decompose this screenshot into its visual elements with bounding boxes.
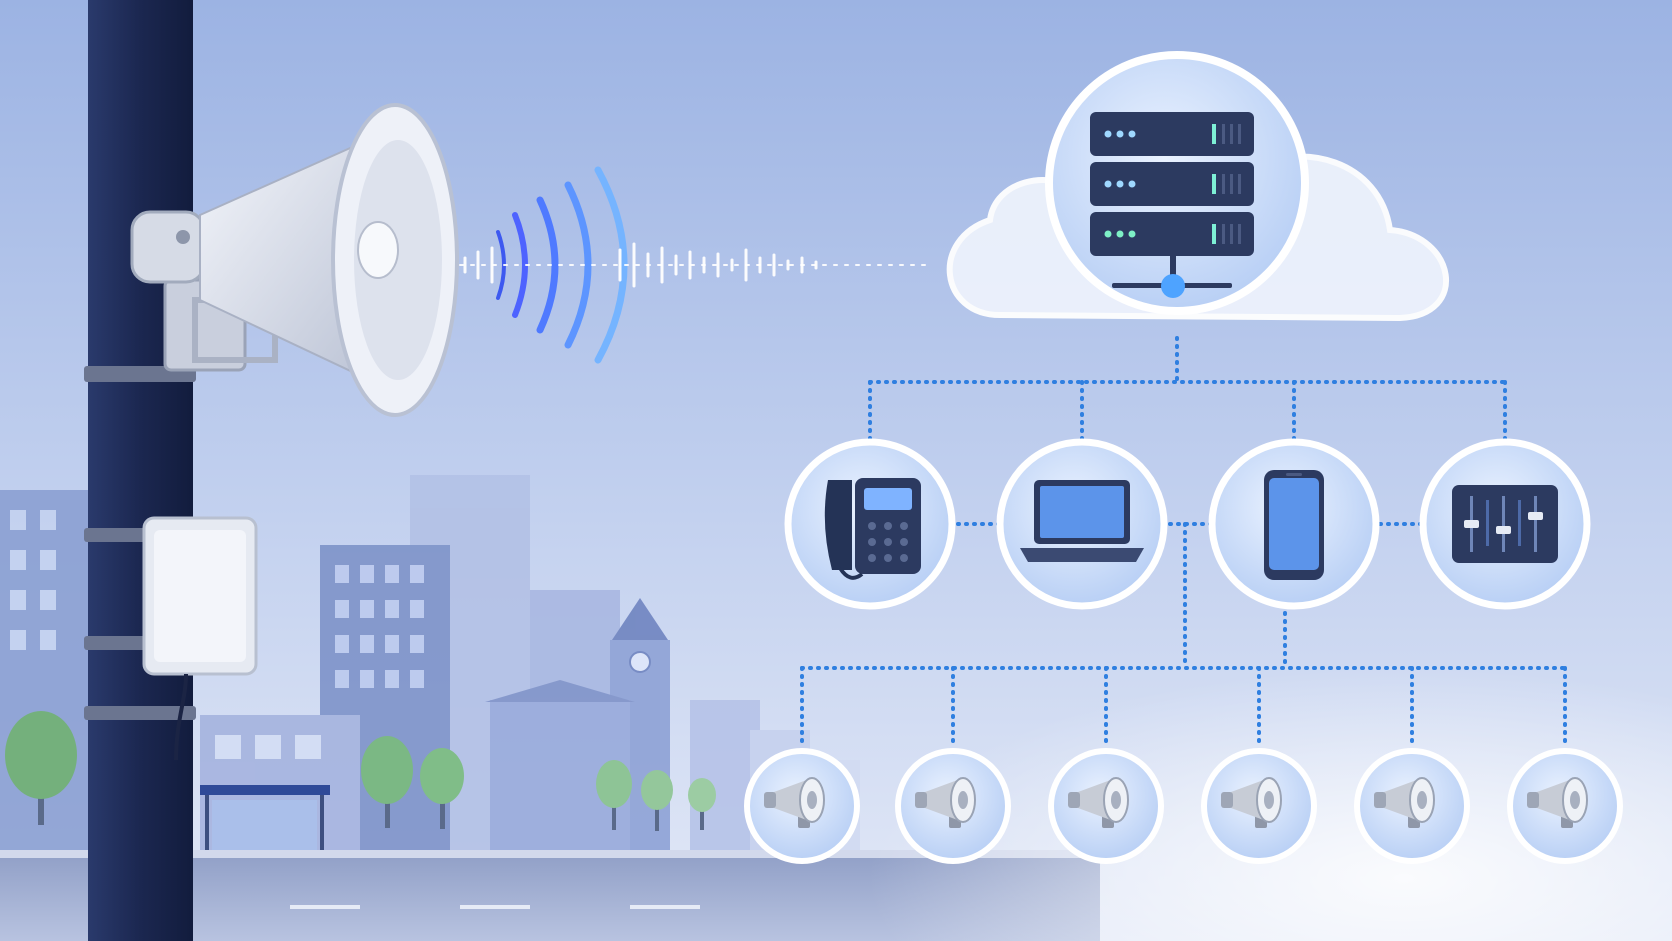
pa-horn-speaker-icon (130, 103, 459, 417)
speaker-5 (1354, 748, 1470, 864)
speaker-4 (1201, 748, 1317, 864)
audio-mixer-icon (1452, 485, 1558, 563)
laptop-icon (1020, 480, 1144, 562)
junction-box (142, 516, 258, 761)
mixer-console (1419, 438, 1591, 610)
sound-wave-icon (459, 166, 931, 364)
speaker-1 (744, 748, 860, 864)
cloud-server (1045, 51, 1309, 315)
speaker-2 (895, 748, 1011, 864)
bus-stop-shelter (200, 785, 330, 855)
server-rack-icon (1090, 112, 1254, 298)
laptop (996, 438, 1168, 610)
smartphone (1208, 438, 1380, 610)
smartphone-icon (1264, 470, 1324, 580)
speaker-3 (1048, 748, 1164, 864)
desk-phone (784, 438, 956, 610)
desk-phone-icon (824, 478, 921, 580)
speaker-6 (1507, 748, 1623, 864)
street-pole (84, 0, 196, 941)
network-links (800, 336, 1567, 746)
